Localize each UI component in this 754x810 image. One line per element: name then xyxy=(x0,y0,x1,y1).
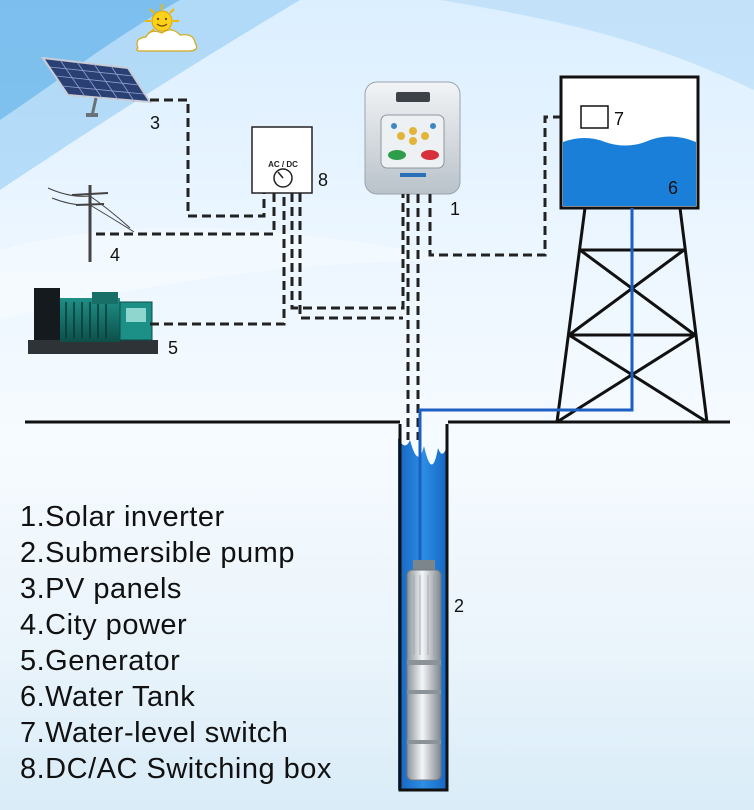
sun-icon xyxy=(145,4,179,38)
callout-solar-inverter: 1 xyxy=(450,199,461,219)
legend: 1.Solar inverter 2.Submersible pump 3.PV… xyxy=(20,500,332,788)
delivery-pipe xyxy=(418,208,634,560)
legend-item: 5.Generator xyxy=(20,645,181,677)
power-pole-icon xyxy=(47,185,135,262)
switching-box-label: AC / DC xyxy=(268,160,298,169)
legend-item: 6.Water Tank xyxy=(20,681,196,713)
switching-box xyxy=(251,126,313,194)
legend-item: 1.Solar inverter xyxy=(20,501,225,533)
cloud-icon xyxy=(136,29,198,52)
sky-background xyxy=(0,0,754,320)
wiring xyxy=(96,98,580,440)
callout-water-level-switch: 7 xyxy=(614,109,625,129)
callout-generator: 5 xyxy=(168,338,179,358)
water-tank xyxy=(559,75,700,210)
legend-item: 7.Water-level switch xyxy=(20,717,289,749)
legend-item: 2.Submersible pump xyxy=(20,537,295,569)
legend-item: 3.PV panels xyxy=(20,573,182,605)
callout-switching-box: 8 xyxy=(318,170,329,190)
callout-water-tank: 6 xyxy=(668,178,679,198)
legend-item: 4.City power xyxy=(20,609,188,641)
submersible-pump xyxy=(406,560,442,781)
callout-city-power: 4 xyxy=(110,245,121,265)
legend-item: 8.DC/AC Switching box xyxy=(20,753,332,785)
pv-panel xyxy=(40,56,152,117)
callout-submersible-pump: 2 xyxy=(454,596,465,616)
solar-inverter xyxy=(364,81,461,195)
callout-pv-panels: 3 xyxy=(150,113,161,133)
generator-icon xyxy=(28,288,158,354)
